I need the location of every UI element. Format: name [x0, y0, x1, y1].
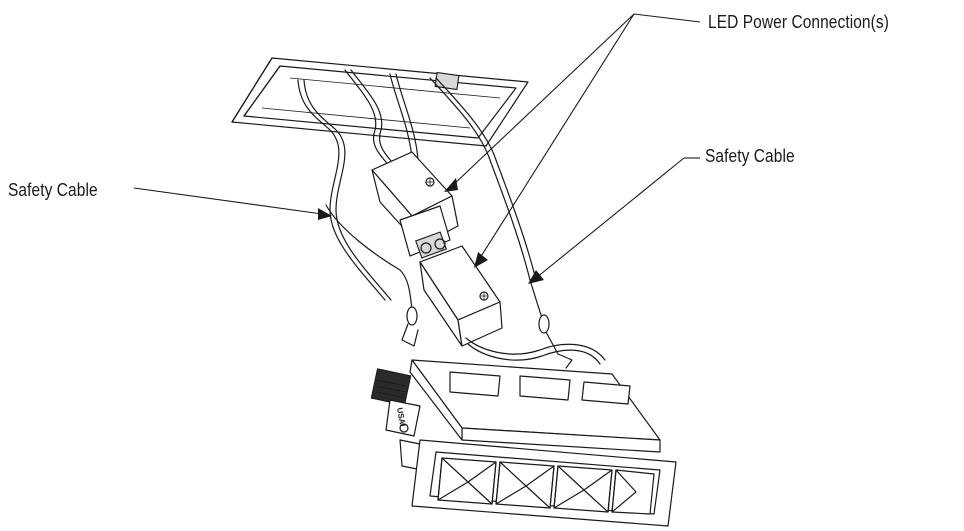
safety-cable-left-label: Safety Cable	[8, 180, 98, 200]
callout-led-leaders	[444, 13, 701, 268]
safety-cable-right-label: Safety Cable	[705, 146, 795, 166]
led-fixture-housing: USAI	[370, 359, 661, 471]
led-power-connection-label: LED Power Connection(s)	[708, 12, 889, 32]
callout-right-safety-leader	[528, 157, 700, 284]
left-safety-cable	[325, 204, 419, 347]
lens-trim	[411, 439, 677, 527]
connector-plug	[399, 205, 451, 259]
ceiling-mounting-frame	[231, 57, 529, 147]
callout-left-safety-leader	[133, 187, 332, 220]
supply-wires	[297, 69, 537, 301]
product-marking-text: USAI	[395, 407, 407, 427]
lower-power-connector	[419, 245, 503, 347]
right-safety-cable	[465, 279, 606, 369]
